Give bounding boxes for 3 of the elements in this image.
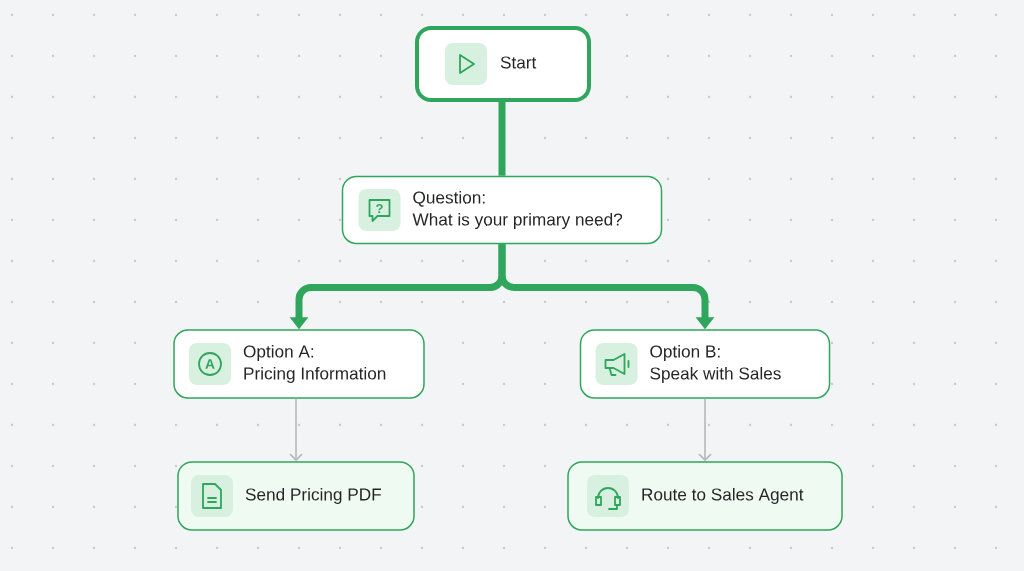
process-box: Route to Sales Agent (567, 461, 843, 531)
arrow (289, 397, 303, 462)
arrow (698, 397, 712, 462)
